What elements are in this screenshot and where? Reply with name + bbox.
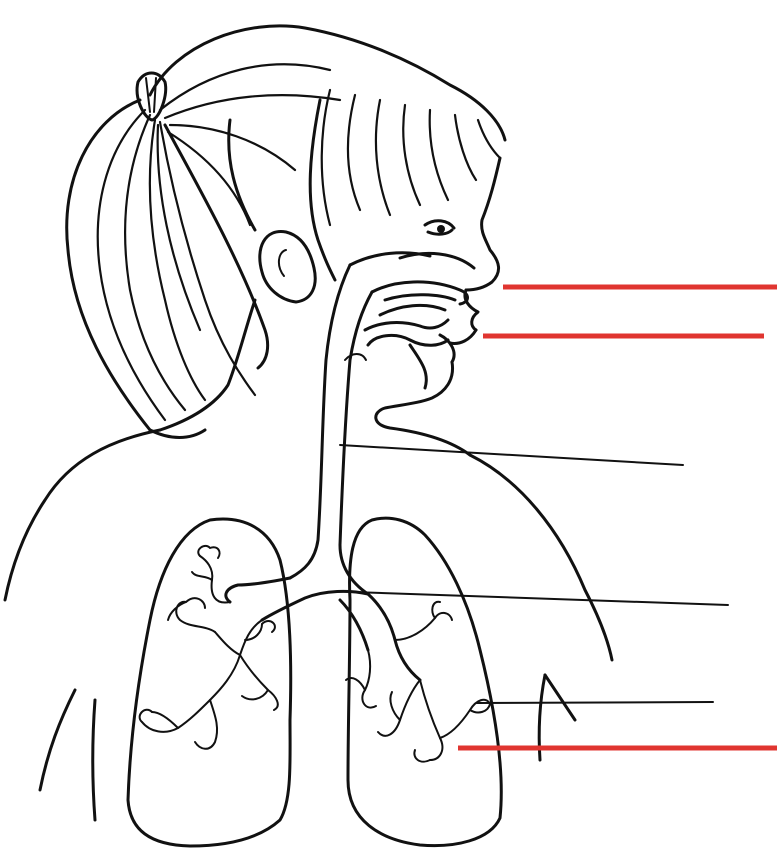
face [345,158,500,455]
leader-line-windpipe [340,445,683,465]
leader-lines [340,445,728,703]
lungs [128,518,501,846]
torso [5,430,612,820]
leader-line-bronchioles [477,702,713,703]
leader-line-bronchi [352,592,728,605]
left-lung [128,519,291,846]
ear [260,231,315,302]
bronchioles [140,546,490,762]
neck-airway [160,265,372,594]
eye-pupil [437,225,445,233]
right-lung [348,518,501,845]
answer-lines [458,287,777,748]
